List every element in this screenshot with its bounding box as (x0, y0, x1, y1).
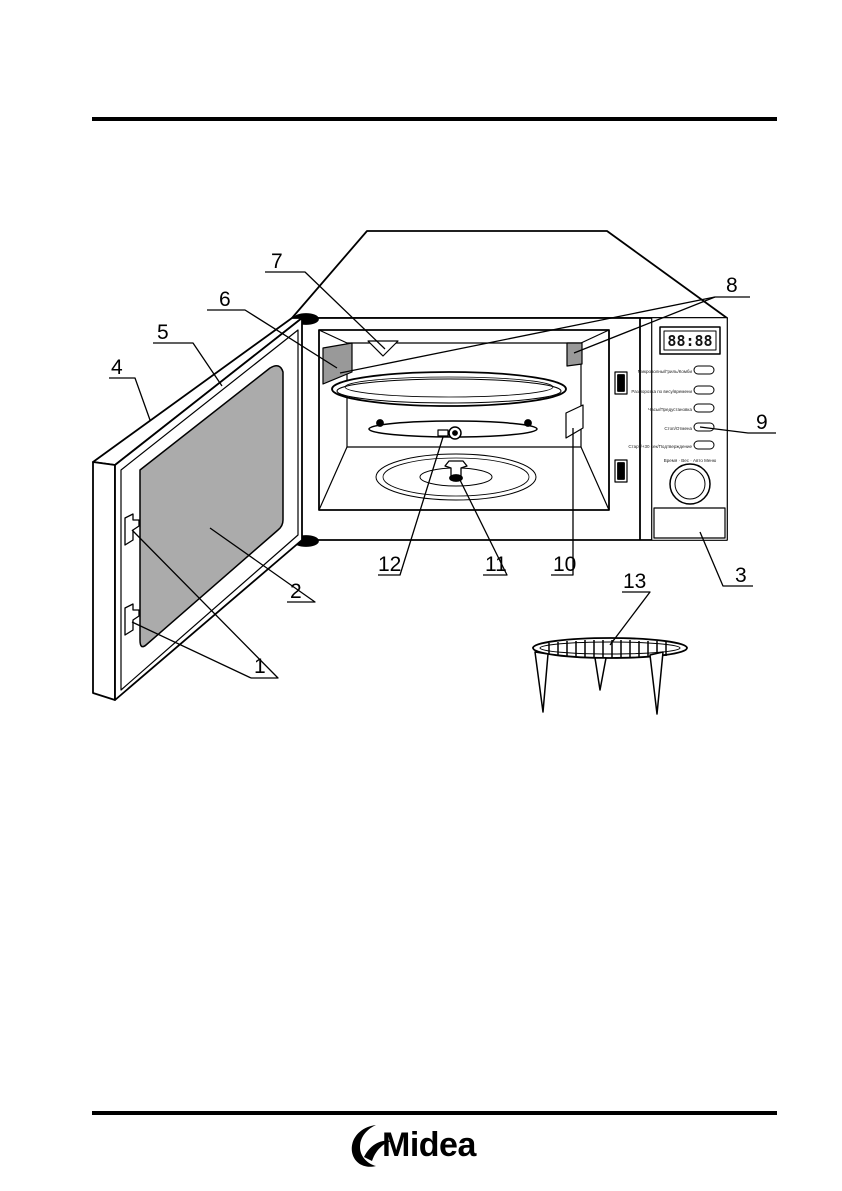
midea-logo-icon (351, 1125, 392, 1167)
callout-7: 7 (271, 250, 283, 273)
callout-12: 12 (378, 553, 401, 576)
grill-rack (532, 637, 688, 715)
callout-9: 9 (756, 411, 768, 434)
callout-2: 2 (290, 580, 302, 603)
callout-6: 6 (219, 288, 231, 311)
start-button[interactable] (693, 440, 715, 450)
door-release-button[interactable] (653, 507, 726, 539)
display-readout: 88:88 (667, 332, 712, 350)
top-rule (92, 117, 777, 121)
mode-button[interactable] (693, 365, 715, 375)
button-label-defrost: Разморозка по весу/времени (631, 389, 692, 394)
dial-knob[interactable] (669, 463, 711, 505)
callout-numbers: 1 2 3 4 5 6 7 8 9 10 11 12 13 (111, 250, 768, 678)
callout-13: 13 (623, 570, 646, 593)
bottom-rule (92, 1111, 777, 1115)
callout-8: 8 (726, 274, 738, 297)
callout-5: 5 (157, 321, 169, 344)
brand-wordmark: Midea (382, 1126, 476, 1164)
defrost-button[interactable] (693, 385, 715, 395)
oven-cavity (318, 329, 628, 511)
callout-11: 11 (485, 553, 507, 576)
button-label-start: Старт/+30 сек/Подтверждение (628, 444, 692, 449)
clock-button[interactable] (693, 403, 715, 413)
button-label-stop: Стоп/Отмена (664, 426, 692, 431)
dial-label: Время · Вес · Авто Меню (664, 458, 717, 463)
callout-10: 10 (553, 553, 576, 576)
callout-4: 4 (111, 356, 123, 379)
control-panel: 88:88 Микроволны/Гриль/Комби Разморозка … (628, 317, 728, 541)
leader-lines (109, 271, 776, 679)
callout-3: 3 (735, 564, 747, 587)
button-label-mode: Микроволны/Гриль/Комби (638, 369, 693, 374)
callout-1: 1 (254, 655, 266, 678)
door (92, 317, 303, 701)
button-label-clock: Часы/Предустановка (648, 407, 692, 412)
